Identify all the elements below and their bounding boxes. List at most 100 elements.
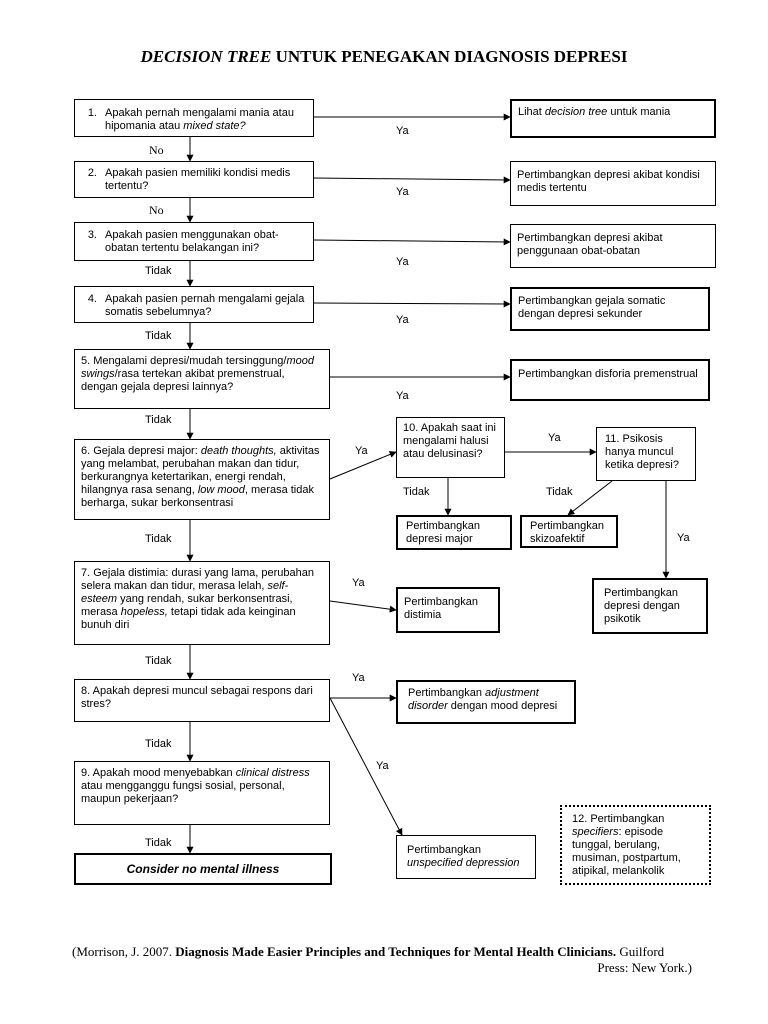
citation: (Morrison, J. 2007. Diagnosis Made Easie… <box>72 944 692 976</box>
outcome-skizoafektif-text: Pertimbangkan skizoafektif <box>530 520 604 545</box>
label-ya-4: Ya <box>396 314 409 326</box>
outcome-unspecified-box: Pertimbangkan unspecified depression <box>396 835 536 879</box>
no-mental-illness-text: Consider no mental illness <box>126 861 280 876</box>
outcome-mania-post: untuk mania <box>607 106 671 118</box>
specifiers-note-em: specifiers <box>572 826 619 838</box>
outcome-medical-box: Pertimbangkan depresi akibat kondisi med… <box>510 161 716 206</box>
outcome-major-text: Pertimbangkan depresi major <box>406 520 480 545</box>
step-5-text-post: /rasa tertekan akibat premenstrual, deng… <box>81 368 285 393</box>
label-ya-7: Ya <box>352 577 365 589</box>
step-7-text-post: yang rendah, sukar berkonsentrasi, meras… <box>81 593 293 618</box>
citation-line-1: (Morrison, J. 2007. Diagnosis Made Easie… <box>72 944 692 960</box>
step-6-text-post2: , merasa tidak berharga, sukar berkonsen… <box>81 484 314 509</box>
outcome-drugs-box: Pertimbangkan depresi akibat penggunaan … <box>510 224 716 268</box>
label-ya-10: Ya <box>548 432 561 444</box>
no-mental-illness-box: Consider no mental illness <box>74 853 332 885</box>
outcome-major-box: Pertimbangkan depresi major <box>396 515 512 550</box>
step-1-text: Apakah pernah mengalami mania atau hipom… <box>105 107 313 136</box>
specifiers-note-pre: 12. Pertimbangkan <box>572 813 665 825</box>
outcome-somatic-box: Pertimbangkan gejala somatic dengan depr… <box>510 287 710 331</box>
outcome-skizoafektif-box: Pertimbangkan skizoafektif <box>520 515 618 548</box>
outcome-mania-pre: Lihat <box>518 106 545 118</box>
label-tidak-9: Tidak <box>145 837 172 849</box>
step-2-text: Apakah pasien memiliki kondisi medis ter… <box>105 167 291 192</box>
label-tidak-7: Tidak <box>145 655 172 667</box>
citation-bold: Diagnosis Made Easier Principles and Tec… <box>175 944 617 959</box>
step-4-text: Apakah pasien pernah mengalami gejala so… <box>105 293 305 318</box>
step-7-text-pre: 7. Gejala distimia: durasi yang lama, pe… <box>81 567 314 592</box>
outcome-psikotik-box: Pertimbangkan depresi dengan psikotik <box>592 578 708 634</box>
step-9-box: 9. Apakah mood menyebabkan clinical dist… <box>74 761 330 825</box>
question-10-box: 10. Apakah saat ini mengalami halusi ata… <box>396 417 505 478</box>
step-7-text-em2: hopeless, <box>120 606 168 618</box>
step-2-box: 2. Apakah pasien memiliki kondisi medis … <box>74 161 314 198</box>
step-6-text-em2: low mood <box>197 484 245 496</box>
outcome-psikotik-text: Pertimbangkan depresi dengan psikotik <box>604 587 680 625</box>
outcome-distimia-text: Pertimbangkan distimia <box>404 596 478 621</box>
step-3-text: Apakah pasien menggunakan obat-obatan te… <box>105 229 279 254</box>
outcome-somatic-text: Pertimbangkan gejala somatic dengan depr… <box>518 295 666 320</box>
outcome-pmdd-box: Pertimbangkan disforia premenstrual <box>510 359 710 401</box>
outcome-unspecified-em: unspecified depression <box>407 857 520 869</box>
page-title: DECISION TREE UNTUK PENEGAKAN DIAGNOSIS … <box>0 47 768 67</box>
step-5-text-pre: 5. Mengalami depresi/mudah tersinggung/ <box>81 355 287 367</box>
outcome-medical-text: Pertimbangkan depresi akibat kondisi med… <box>517 169 700 194</box>
step-4-box: 4. Apakah pasien pernah mengalami gejala… <box>74 286 314 323</box>
outcome-adjustment-post: dengan mood depresi <box>447 700 558 712</box>
outcome-adjustment-box: Pertimbangkan adjustment disorder dengan… <box>396 680 576 724</box>
step-5-box: 5. Mengalami depresi/mudah tersinggung/m… <box>74 349 330 409</box>
question-11-box: 11. Psikosis hanya muncul ketika depresi… <box>596 427 696 481</box>
label-ya-11: Ya <box>677 532 690 544</box>
outcome-adjustment-pre: Pertimbangkan <box>408 687 486 699</box>
step-4-number: 4. <box>87 293 97 305</box>
step-3-box: 3. Apakah pasien menggunakan obat-obatan… <box>74 222 314 261</box>
step-7-text-em: self-esteem <box>81 580 289 605</box>
label-tidak-4: Tidak <box>145 330 172 342</box>
label-ya-3: Ya <box>396 256 409 268</box>
label-ya-1: Ya <box>396 125 409 137</box>
question-10-text: 10. Apakah saat ini mengalami halusi ata… <box>403 422 496 460</box>
step-1-box: 1. Apakah pernah mengalami mania atau hi… <box>74 99 314 137</box>
label-ya-6: Ya <box>355 445 368 457</box>
step-8-text: 8. Apakah depresi muncul sebagai respons… <box>81 685 313 710</box>
label-no-1: No <box>149 143 164 157</box>
outcome-unspecified-pre: Pertimbangkan <box>407 844 481 856</box>
question-11-text: 11. Psikosis hanya muncul ketika depresi… <box>605 433 679 471</box>
outcome-mania-box: Lihat decision tree untuk mania <box>510 99 716 138</box>
step-3-number: 3. <box>87 229 97 241</box>
step-1-text-em: mixed state? <box>183 120 246 132</box>
citation-pre: (Morrison, J. 2007. <box>72 944 176 959</box>
citation-line-2: Press: New York.) <box>597 960 692 975</box>
step-1-number: 1. <box>87 107 97 119</box>
label-ya-8: Ya <box>352 672 365 684</box>
label-tidak-8: Tidak <box>145 738 172 750</box>
title-rest: UNTUK PENEGAKAN DIAGNOSIS DEPRESI <box>271 47 628 66</box>
label-tidak-10: Tidak <box>403 486 430 498</box>
citation-mid: Guilford <box>616 944 665 959</box>
title-italic: DECISION TREE <box>140 47 272 66</box>
step-6-text-em: death thoughts, <box>200 445 277 457</box>
step-5-text-em: mood swings <box>81 355 314 380</box>
label-tidak-5: Tidak <box>145 414 172 426</box>
step-6-text-post: aktivitas yang melambat, perubahan makan… <box>81 445 320 496</box>
label-tidak-11: Tidak <box>546 486 573 498</box>
specifiers-note-box: 12. Pertimbangkan specifiers: episode tu… <box>560 805 711 885</box>
outcome-adjustment-em: adjustment disorder <box>408 687 539 712</box>
step-9-text-em: clinical distress <box>235 767 310 779</box>
step-9-text-pre: 9. Apakah mood menyebabkan <box>81 767 236 779</box>
step-6-text-pre: 6. Gejala depresi major: <box>81 445 201 457</box>
step-8-box: 8. Apakah depresi muncul sebagai respons… <box>74 679 330 722</box>
outcome-distimia-box: Pertimbangkan distimia <box>396 587 500 633</box>
label-tidak-3: Tidak <box>145 265 172 277</box>
label-no-2: No <box>149 203 164 217</box>
outcome-drugs-text: Pertimbangkan depresi akibat penggunaan … <box>517 232 663 257</box>
specifiers-note-post: : episode tunggal, berulang, musiman, po… <box>572 826 681 877</box>
label-tidak-6: Tidak <box>145 533 172 545</box>
label-ya-5: Ya <box>396 390 409 402</box>
label-ya-8b: Ya <box>376 760 389 772</box>
step-6-box: 6. Gejala depresi major: death thoughts,… <box>74 439 330 520</box>
outcome-pmdd-text: Pertimbangkan disforia premenstrual <box>518 368 698 380</box>
outcome-mania-em: decision tree <box>544 106 608 118</box>
step-7-text-post2: tetapi tidak ada keinginan bunuh diri <box>81 606 296 631</box>
label-ya-2: Ya <box>396 186 409 198</box>
